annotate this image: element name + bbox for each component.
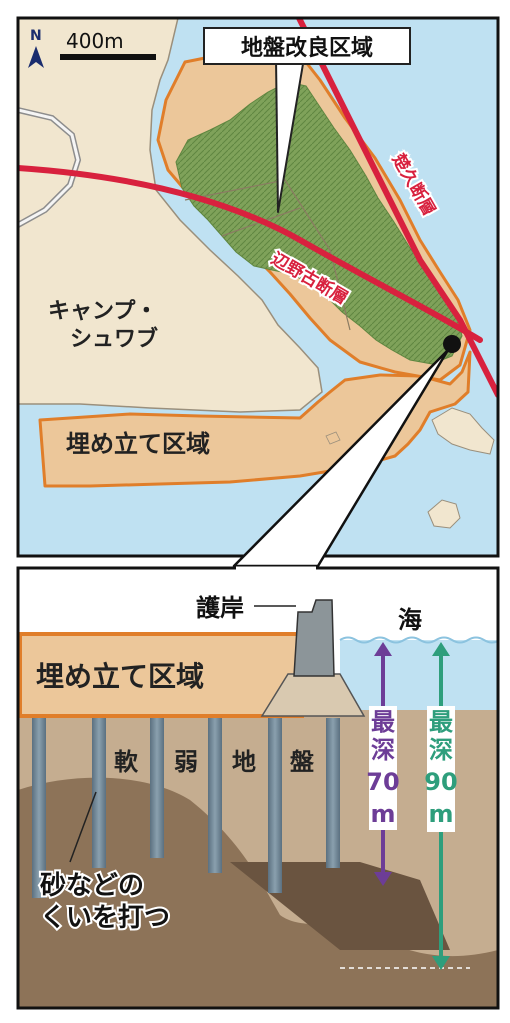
landfill-label: 埋め立て区域 (66, 430, 210, 458)
scale-label: 400m (66, 29, 124, 53)
depth70-label: 深 (371, 736, 395, 764)
seawall-mound (260, 673, 366, 717)
island (431, 407, 495, 455)
depth90-label: 深 (429, 736, 453, 764)
land-area (18, 18, 323, 413)
landfill-section-label: 埋め立て区域 (36, 660, 204, 693)
map-panel: 楚久断層 辺野古断層 キャンプ・ シュワブ 埋め立て区域 (18, 18, 498, 556)
sand-pile (268, 718, 282, 893)
north-label: N (30, 28, 42, 44)
soft-ground-char: 弱 (174, 748, 198, 776)
sea-surface (339, 636, 498, 644)
depth90-label: 最 (429, 708, 454, 736)
boundary-line (184, 179, 351, 331)
depth90-arrow-head (432, 956, 450, 970)
piles-label-line2: くいを打つ (40, 903, 170, 933)
depth70-label: 70 (366, 768, 399, 796)
fault-sokyu (295, 18, 498, 398)
sand-pile (32, 718, 46, 898)
piles-label-line1: 砂などの (40, 871, 144, 901)
camp-label-line1: キャンプ・ (48, 299, 157, 324)
sand-pile (208, 718, 222, 873)
landfill-block (18, 632, 304, 718)
depth90-arrow-head (432, 642, 450, 656)
sea-water (340, 640, 498, 720)
location-marker (443, 335, 461, 353)
soft-ground-char: 軟 (114, 748, 139, 776)
depth70-label-bg (369, 706, 397, 830)
road-center (18, 108, 80, 227)
sand-pile (92, 718, 106, 868)
depth70-label: m (370, 800, 395, 828)
fault-henoko (18, 165, 483, 343)
piles-leader (69, 791, 97, 863)
sea-label: 海 (398, 606, 422, 634)
depth70-arrow-head (374, 872, 392, 886)
deep-layer (230, 862, 450, 950)
callout-label: 地盤改良区域 (241, 35, 373, 61)
depth70-arrow-head (374, 642, 392, 656)
camp-label-line2: シュワブ (70, 326, 158, 352)
zoom-connector (232, 348, 450, 568)
firm-layer (18, 777, 498, 1008)
soft-ground-char: 盤 (290, 748, 315, 776)
seawall (293, 599, 335, 677)
section-panel (18, 568, 498, 1008)
island (427, 499, 461, 529)
depth90-label-bg (427, 706, 455, 832)
soft-ground-char: 地 (232, 748, 256, 776)
sand-pile (326, 718, 340, 868)
callout-box (203, 27, 411, 65)
islet (325, 431, 341, 445)
scale-bar (60, 54, 156, 60)
seawall-label: 護岸 (196, 594, 244, 622)
sand-pile (150, 718, 164, 858)
depth90-label: m (428, 800, 453, 828)
depth90-label: 90 (424, 768, 457, 796)
depth70-label: 最 (371, 708, 396, 736)
north-arrow-icon (28, 46, 44, 68)
